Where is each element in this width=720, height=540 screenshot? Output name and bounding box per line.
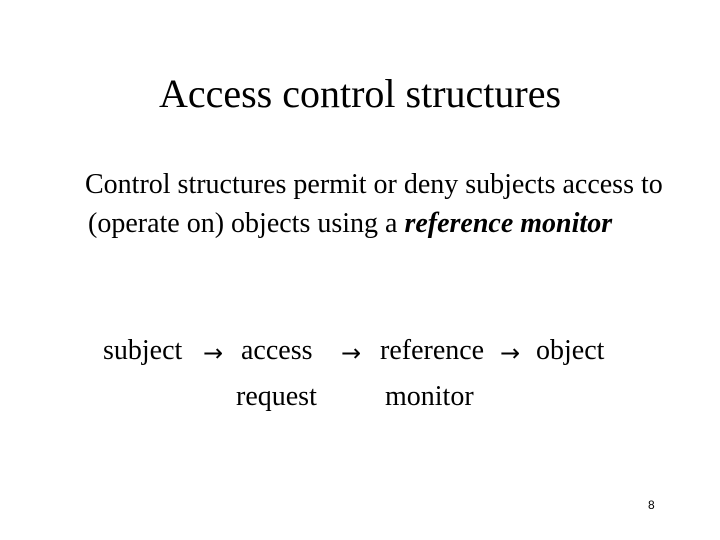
body-emphasis-text: reference monitor (404, 208, 613, 239)
flow-monitor: monitor (385, 381, 474, 412)
slide-body-paragraph: Control structures permit or deny subjec… (85, 165, 688, 243)
right-arrow-icon: → (203, 339, 224, 367)
right-arrow-icon: → (500, 339, 521, 367)
flow-object: object (536, 335, 605, 366)
body-lead-text: Control structures permit or deny subjec… (85, 169, 663, 239)
right-arrow-icon: → (341, 339, 362, 367)
flow-reference: reference (380, 335, 485, 366)
flow-access: access (241, 335, 313, 366)
flow-request: request (236, 381, 317, 412)
slide-title: Access control structures (158, 71, 562, 116)
page-number: 8 (648, 498, 655, 512)
flow-subject: subject (103, 335, 183, 366)
